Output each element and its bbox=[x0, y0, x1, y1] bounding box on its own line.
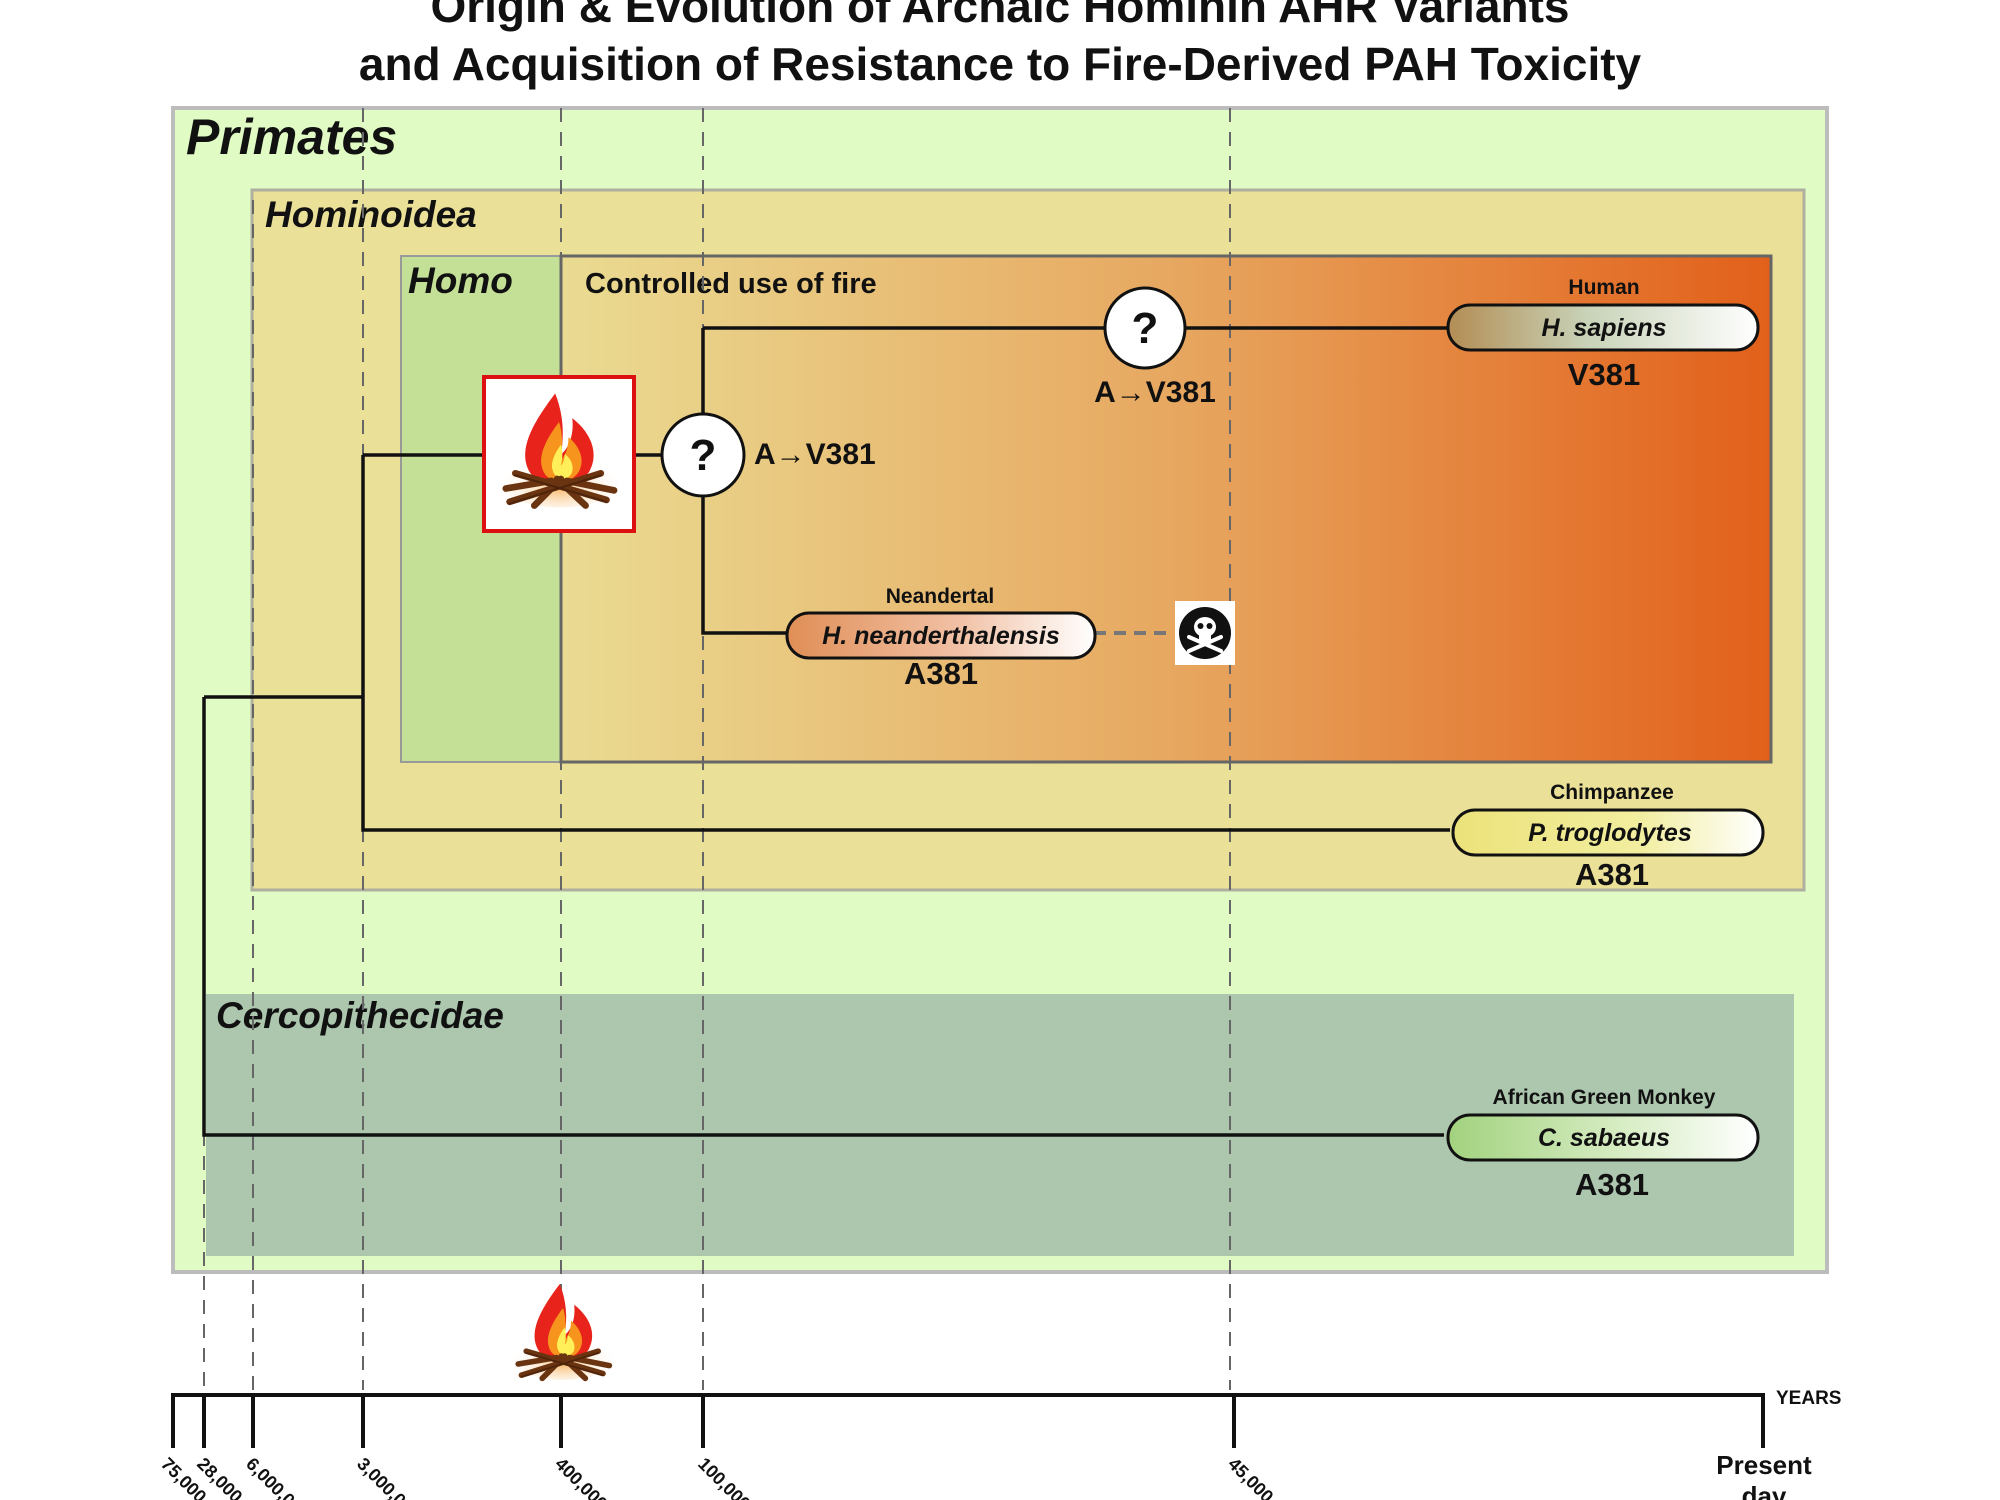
species-latin-name: H. neanderthalensis bbox=[822, 622, 1060, 650]
timeline-tick-label: 100,000 bbox=[694, 1454, 754, 1500]
phylogenetic-tree bbox=[202, 326, 1450, 1137]
species-latin-name: C. sabaeus bbox=[1538, 1124, 1670, 1152]
timeline-tick-label: 6,000,000 bbox=[242, 1454, 313, 1500]
species-latin-name: H. sapiens bbox=[1541, 314, 1666, 342]
species-common-name: Chimpanzee bbox=[1550, 781, 1674, 804]
species-variant: V381 bbox=[1568, 357, 1640, 392]
fire-event-box bbox=[482, 375, 636, 533]
species-variant: A381 bbox=[904, 656, 978, 691]
timeline-tick-label: 400,000 bbox=[551, 1454, 611, 1500]
mutation-event-early: ? A→V381 bbox=[660, 412, 876, 498]
species-variant: A381 bbox=[1575, 857, 1649, 892]
species-latin-name: P. troglodytes bbox=[1528, 819, 1692, 847]
timeline-axis: YEARS 75,000,000 28,000,000 6,000,000 3,… bbox=[157, 1388, 1841, 1500]
title-line-2: and Acquisition of Resistance to Fire-De… bbox=[359, 38, 1642, 90]
mutation-label: A→V381 bbox=[754, 438, 876, 471]
cercopithecidae-label: Cercopithecidae bbox=[216, 995, 504, 1036]
species-neandertal: Neandertal H. neanderthalensis A381 bbox=[785, 585, 1097, 691]
mutation-question-mark: ? bbox=[1132, 304, 1159, 353]
species-human: Human H. sapiens V381 bbox=[1446, 276, 1760, 392]
skull-crossbones-icon bbox=[1175, 601, 1235, 665]
campfire-icon bbox=[510, 1284, 616, 1380]
species-variant: A381 bbox=[1575, 1167, 1649, 1202]
species-chimpanzee: Chimpanzee P. troglodytes A381 bbox=[1451, 781, 1765, 892]
fire-region-label: Controlled use of fire bbox=[585, 268, 877, 300]
primates-label: Primates bbox=[186, 109, 397, 165]
timeline-present-label: day bbox=[1742, 1481, 1787, 1500]
mutation-event-late: ? A→V381 bbox=[1094, 286, 1216, 409]
species-green-monkey: African Green Monkey C. sabaeus A381 bbox=[1446, 1086, 1760, 1202]
hominoidea-label: Hominoidea bbox=[265, 194, 477, 235]
species-common-name: Human bbox=[1568, 276, 1639, 299]
species-common-name: African Green Monkey bbox=[1493, 1086, 1716, 1109]
timeline-tick-label: 3,000,000 bbox=[353, 1454, 424, 1500]
title-line-1: Origin & Evolution of Archaic Hominin AH… bbox=[430, 0, 1569, 32]
homo-label: Homo bbox=[408, 260, 513, 301]
mutation-question-mark: ? bbox=[690, 431, 717, 480]
timeline-unit: YEARS bbox=[1776, 1388, 1841, 1409]
timeline-tick-label: 45,000 bbox=[1224, 1454, 1277, 1500]
species-common-name: Neandertal bbox=[886, 585, 995, 608]
timeline-present-label: Present bbox=[1716, 1450, 1812, 1480]
mutation-label: A→V381 bbox=[1094, 376, 1216, 409]
